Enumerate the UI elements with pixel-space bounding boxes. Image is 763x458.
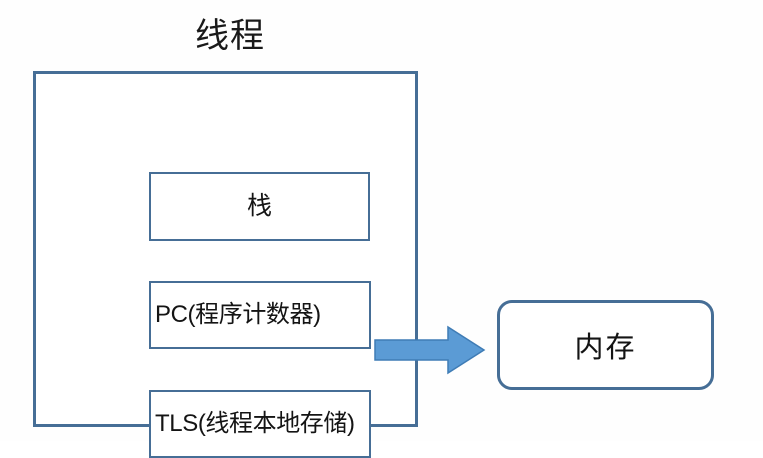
component-label-stack: 栈 [246,191,272,220]
memory-node-label: 内存 [574,332,637,364]
page-title: 线程 [195,17,265,55]
diagram-canvas: 线程 栈 PC(程序计数器) TLS(线程本地存储) 内存 [33,17,714,458]
memory-node: 内存 [497,300,714,390]
component-label-pc: PC(程序计数器) [155,300,321,328]
component-box-tls: TLS(线程本地存储) [149,390,371,458]
component-box-stack: 栈 [149,172,370,241]
component-box-pc: PC(程序计数器) [149,281,371,349]
component-label-tls: TLS(线程本地存储) [155,409,355,437]
right-arrow-icon [374,324,486,376]
thread-container: 栈 PC(程序计数器) TLS(线程本地存储) [33,71,418,458]
